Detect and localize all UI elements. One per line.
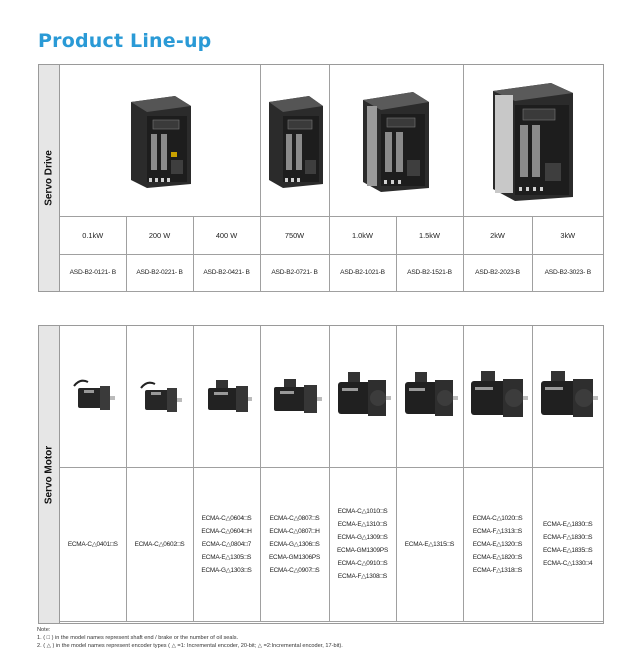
motor-model: ECMA-C△1020□S <box>472 514 523 522</box>
drive-power-3: 750W <box>259 215 330 255</box>
motor-image-cell-0 <box>60 326 127 468</box>
motor-model: ECMA-E△1830□S <box>542 521 593 528</box>
servo-drive-750w-image <box>268 96 323 189</box>
motor-models-2: ECMA-C△0604□S ECMA-C△0604□H ECMA-C△0804□… <box>192 466 261 622</box>
motor-model: ECMA-C△0604□H <box>201 527 252 535</box>
motor-image-cell-5 <box>395 326 464 468</box>
motor-model: ECMA-F△1313□S <box>472 527 523 535</box>
motor-models-5: ECMA-E△1315□S <box>395 466 464 622</box>
servo-drive-medium-image <box>363 92 429 193</box>
drive-image-cell-small <box>60 65 261 217</box>
motor-model: ECMA-F△1830□S <box>543 534 593 541</box>
drive-image-cell-large <box>462 65 603 217</box>
motor-model: ECMA-C△1330□4 <box>543 560 593 567</box>
drive-power-7: 3kW <box>531 215 603 255</box>
drive-power-2: 400 W <box>192 215 261 255</box>
motor-model: ECMA-F△1308□S <box>337 573 388 580</box>
drive-model-0: ASD-B2-0121- B <box>60 253 127 292</box>
drive-model-1: ASD-B2-0221- B <box>125 253 194 292</box>
motor-models-3: ECMA-C△0807□S ECMA-C△0807□H ECMA-G△1306□… <box>259 466 330 622</box>
motor-model: ECMA-E△1315□S <box>404 540 455 548</box>
servo-motor-image <box>540 371 598 418</box>
servo-motor-image <box>139 381 182 413</box>
servo-motor-image <box>72 379 115 411</box>
motor-models-6: ECMA-C△1020□S ECMA-F△1313□S ECMA-E△1320□… <box>462 466 533 622</box>
drive-power-1: 200 W <box>125 215 194 255</box>
motor-model: ECMA-F△1318□S <box>472 566 523 574</box>
notes: Note: 1. ( □ ) in the model names repres… <box>37 627 343 650</box>
motor-model: ECMA-E△1820□S <box>472 553 523 561</box>
motor-model: ECMA-GM1306PS <box>268 553 321 561</box>
motor-image-cell-7 <box>531 326 603 468</box>
drive-model-6: ASD-B2-2023-B <box>462 253 533 292</box>
motor-model: ECMA-C△0807□H <box>269 527 320 535</box>
motor-model: ECMA-C△0401□S <box>67 540 118 548</box>
page-title: Product Line-up <box>38 30 212 52</box>
motor-image-cell-6 <box>462 326 533 468</box>
motor-model: ECMA-C△1010□S <box>337 508 388 515</box>
motor-model: ECMA-C△0910□S <box>337 560 388 567</box>
servo-motor-image <box>470 371 528 418</box>
drive-model-5: ASD-B2-1521-B <box>395 253 464 292</box>
servo-drive-label: Servo Drive <box>43 150 55 206</box>
servo-motor-section: Servo Motor <box>38 325 604 624</box>
drive-model-3: ASD-B2-0721- B <box>259 253 330 292</box>
motor-model: ECMA-C△0907□S <box>269 566 320 574</box>
notes-heading: Note: <box>37 627 51 633</box>
servo-drive-small-image <box>130 96 191 189</box>
drive-power-4: 1.0kW <box>328 215 397 255</box>
motor-model: ECMA-E△1310□S <box>337 521 388 528</box>
drive-power-6: 2kW <box>462 215 533 255</box>
motor-image-cell-2 <box>192 326 261 468</box>
motor-model: ECMA-C△0602□S <box>134 540 185 548</box>
motor-models-7: ECMA-E△1830□S ECMA-F△1830□S ECMA-E△1835□… <box>531 466 603 622</box>
motor-model: ECMA-G△1306□S <box>269 540 320 548</box>
motor-models-1: ECMA-C△0602□S <box>125 466 194 622</box>
servo-drive-section: Servo Drive <box>38 64 604 292</box>
motor-image-cell-3 <box>259 326 330 468</box>
motor-models-0: ECMA-C△0401□S <box>60 466 127 622</box>
motor-model: ECMA-E△1835□S <box>542 547 593 554</box>
servo-motor-side-label: Servo Motor <box>39 326 60 623</box>
note-2: 2. ( △ ) in the model names represent en… <box>37 642 343 649</box>
drive-image-cell-medium <box>328 65 464 217</box>
servo-drive-side-label: Servo Drive <box>39 65 60 291</box>
motor-image-cell-1 <box>125 326 194 468</box>
servo-motor-image <box>337 372 391 417</box>
servo-drive-large-image <box>493 83 574 202</box>
motor-model: ECMA-G△1309□S <box>337 534 388 541</box>
drive-power-5: 1.5kW <box>395 215 464 255</box>
motor-model: ECMA-C△0807□S <box>269 514 320 522</box>
motor-model: ECMA-C△0604□S <box>201 514 252 522</box>
drive-image-cell-750w <box>259 65 330 217</box>
motor-model: ECMA-E△1320□S <box>472 540 523 548</box>
servo-motor-image <box>207 380 252 413</box>
drive-model-7: ASD-B2-3023- B <box>531 253 603 292</box>
motor-model: ECMA-G△1303□S <box>201 566 252 574</box>
motor-model: ECMA-C△0804□7 <box>201 540 252 548</box>
drive-power-0: 0.1kW <box>60 215 127 255</box>
servo-motor-table: ECMA-C△0401□S ECMA-C△0602□S ECMA-C△0604□… <box>60 326 603 622</box>
note-1: 1. ( □ ) in the model names represent sh… <box>37 634 239 641</box>
motor-image-cell-4 <box>328 326 397 468</box>
motor-models-4: ECMA-C△1010□S ECMA-E△1310□S ECMA-G△1309□… <box>328 466 397 622</box>
motor-model: ECMA-GM1309PS <box>336 547 389 554</box>
drive-model-2: ASD-B2-0421- B <box>192 253 261 292</box>
servo-drive-table: 0.1kW 200 W 400 W 750W 1.0kW 1.5kW 2kW 3… <box>60 65 603 292</box>
servo-motor-image <box>404 372 458 417</box>
motor-model: ECMA-E△1305□S <box>201 553 252 561</box>
servo-motor-image <box>273 379 322 414</box>
servo-motor-label: Servo Motor <box>43 445 55 504</box>
drive-model-4: ASD-B2-1021-B <box>328 253 397 292</box>
